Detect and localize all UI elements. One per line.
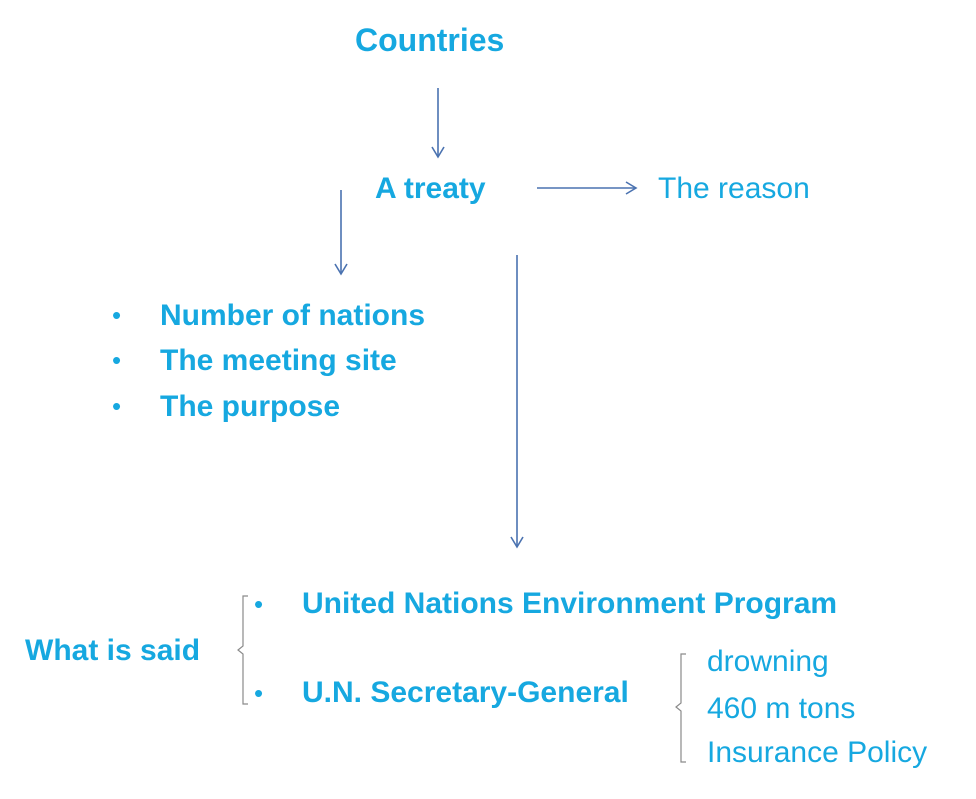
bullet-icon: • [112,300,122,330]
list-item: The purpose [160,390,341,423]
arrowhead-countries-to-treaty [431,146,445,159]
bullet-icon: • [112,345,122,375]
node-countries: Countries [355,22,505,58]
bullet-icon: • [112,391,122,421]
brace-secretary-points [675,653,686,763]
bullet-icon: • [254,589,264,619]
arrowhead-treaty-to-details [334,263,348,276]
bullet-icon: • [254,678,264,708]
node-treaty: A treaty [375,172,486,205]
list-item: United Nations Environment Program [302,587,838,620]
brace-what-is-said [237,595,248,705]
node-reason: The reason [658,172,810,205]
list-item: Number of nations [160,299,426,332]
list-item: drowning [707,645,829,678]
list-item: The meeting site [160,344,397,377]
node-what-is-said: What is said [25,634,201,667]
list-item: 460 m tons [707,692,856,725]
list-item: U.N. Secretary-General [302,676,629,709]
list-item: Insurance Policy [707,736,928,769]
arrowhead-treaty-to-reason [625,181,638,195]
arrowhead-treaty-to-sources [510,536,524,549]
